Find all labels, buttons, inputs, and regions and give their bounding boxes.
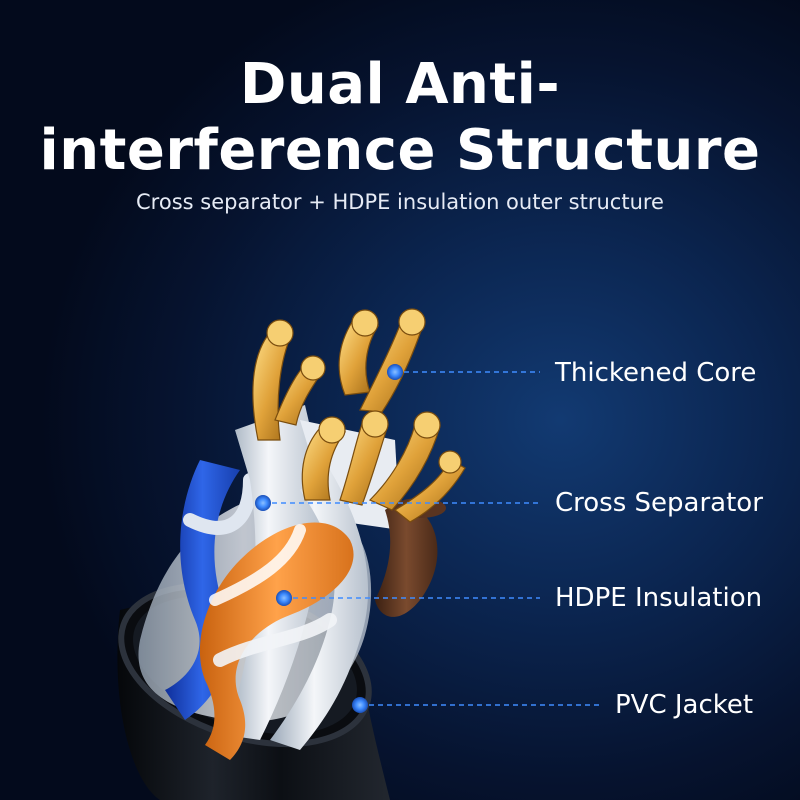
callout-hdpe-insulation-pointer <box>276 590 540 606</box>
callout-pvc-jacket-pointer <box>352 697 600 713</box>
callout-cross-separator-pointer <box>255 495 540 511</box>
orange-twisted-pair <box>199 522 354 760</box>
callout-label-hdpe-insulation: HDPE Insulation <box>555 583 763 613</box>
callout-label-thickened-core: Thickened Core <box>555 358 757 388</box>
subheadline: Cross separator + HDPE insulation outer … <box>136 190 664 214</box>
callout-label-cross-separator: Cross Separator <box>555 488 763 518</box>
headline-line-2: interference Structure <box>39 118 761 183</box>
callout-thickened-core-pointer <box>387 364 540 380</box>
callout-label-pvc-jacket: PVC Jacket <box>615 690 754 720</box>
headline-line-1: Dual Anti- <box>239 52 561 117</box>
copper-cores <box>252 308 466 523</box>
